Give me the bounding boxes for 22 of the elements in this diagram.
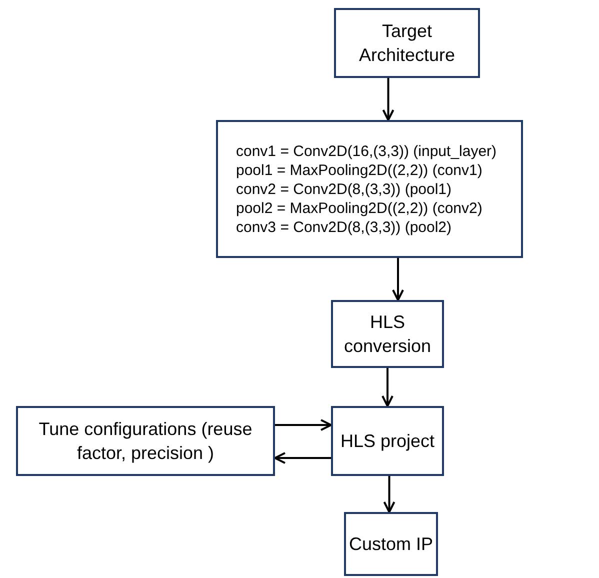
code-box <box>216 120 523 258</box>
arrow <box>382 368 394 407</box>
code-line: conv3 = Conv2D(8,(3,3)) (pool2) <box>236 218 452 236</box>
node-label: HLS conversion <box>342 311 432 358</box>
code-line: conv2 = Conv2D(8,(3,3)) (pool1) <box>236 180 452 198</box>
arrow <box>392 258 404 301</box>
arrow <box>275 419 332 431</box>
process-box <box>331 300 444 368</box>
process-box <box>344 512 438 576</box>
arrow <box>382 78 394 121</box>
node-label: HLS project <box>340 430 435 453</box>
code-line: pool1 = MaxPooling2D((2,2)) (conv1) <box>236 160 482 180</box>
process-box <box>334 8 480 78</box>
node-label: Target Architecture <box>358 20 456 67</box>
process-box <box>331 406 444 476</box>
process-box <box>16 406 275 476</box>
code-line: pool2 = MaxPooling2D((2,2)) (conv2) <box>236 198 482 218</box>
node-label: Tune configurations (reuse factor, precision ) <box>38 418 254 465</box>
arrow <box>383 476 396 513</box>
arrow <box>274 452 331 464</box>
code-line: conv1 = Conv2D(16,(3,3)) (input_layer) <box>236 142 497 160</box>
node-label: Custom IP <box>348 533 434 556</box>
